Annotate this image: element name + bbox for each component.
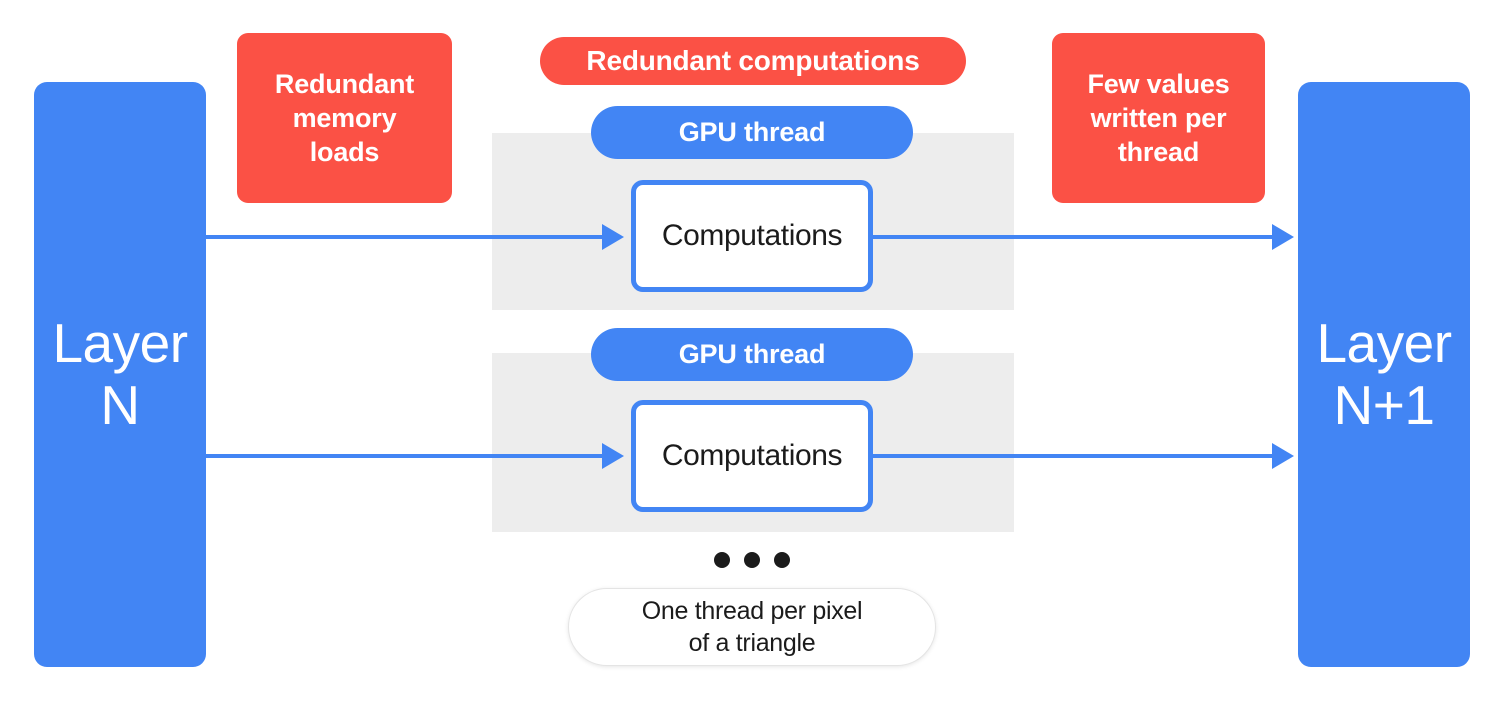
annotation-few-values-written: Few values written per thread [1052,33,1265,203]
arrow-head-out-1-icon [1272,224,1294,250]
ellipsis-dot-1 [714,552,730,568]
layer-n-block: Layer N [34,82,206,667]
computations-box-1: Computations [631,180,873,292]
layer-n-plus-1-block: Layer N+1 [1298,82,1470,667]
arrow-head-in-1-icon [602,224,624,250]
arrow-thread-2-to-layer-n-plus-1 [873,454,1273,458]
gpu-thread-pill-2: GPU thread [591,328,913,381]
arrow-layer-n-to-thread-1 [206,235,606,239]
annotation-redundant-memory-loads: Redundant memory loads [237,33,452,203]
computations-box-2: Computations [631,400,873,512]
arrow-layer-n-to-thread-2 [206,454,606,458]
ellipsis-more-threads-icon [714,550,790,570]
gpu-thread-pill-1: GPU thread [591,106,913,159]
arrow-head-in-2-icon [602,443,624,469]
ellipsis-dot-3 [774,552,790,568]
ellipsis-dot-2 [744,552,760,568]
arrow-head-out-2-icon [1272,443,1294,469]
arrow-thread-1-to-layer-n-plus-1 [873,235,1273,239]
annotation-redundant-computations: Redundant computations [540,37,966,85]
thread-caption-pill: One thread per pixel of a triangle [568,588,936,666]
